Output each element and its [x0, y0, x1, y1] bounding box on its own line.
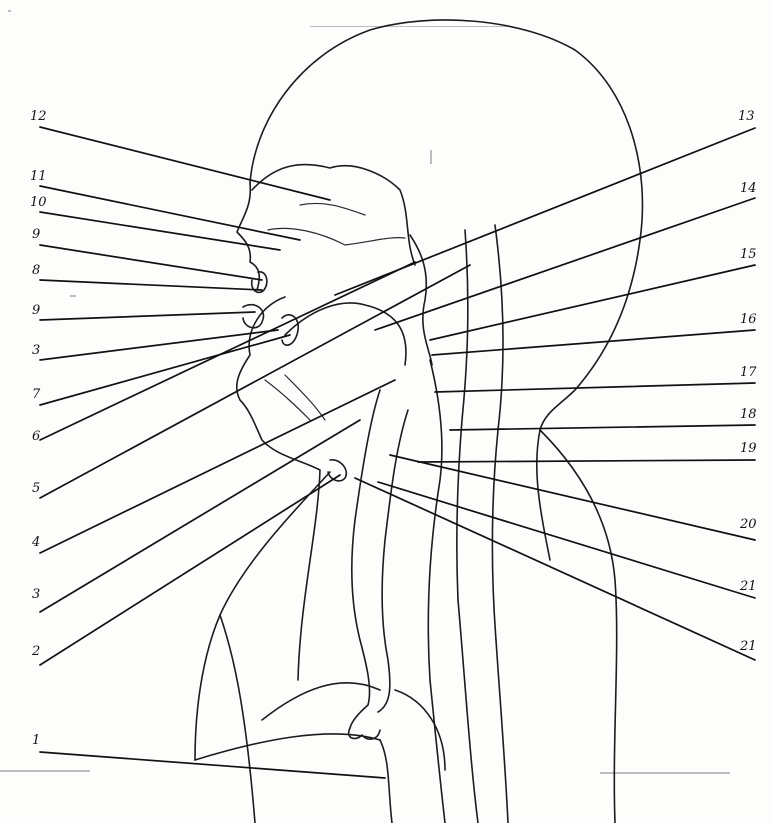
mouth: [243, 272, 406, 420]
label-5: 5: [32, 481, 40, 496]
head-outline: [195, 20, 642, 823]
label-4: 4: [31, 535, 40, 550]
label-9-lower: 9: [32, 303, 40, 318]
label-14: 14: [740, 181, 757, 196]
leader-line: [335, 128, 755, 295]
leader-line: [450, 425, 755, 430]
leader-line: [40, 420, 360, 612]
label-1: 1: [32, 733, 40, 748]
label-19: 19: [740, 441, 757, 456]
label-2: 2: [31, 644, 40, 659]
leader-line: [40, 312, 255, 320]
leader-line: [40, 380, 395, 553]
leader-line: [430, 265, 755, 340]
leader-line: [40, 475, 340, 665]
label-20: 20: [739, 517, 757, 532]
label-10: 10: [30, 195, 47, 210]
label-7: 7: [32, 387, 41, 402]
label-11: 11: [30, 169, 47, 184]
label-3-upper: 3: [32, 343, 40, 358]
leader-line: [435, 383, 755, 392]
leader-line: [418, 460, 755, 462]
leader-line: [40, 752, 385, 778]
label-9-upper: 9: [32, 227, 40, 242]
leader-line: [40, 280, 262, 290]
label-17: 17: [740, 365, 757, 380]
label-6: 6: [32, 429, 40, 444]
label-13: 13: [738, 109, 755, 124]
label-15: 15: [740, 247, 757, 262]
number-labels: 12 11 10 9 8 9 3 7 6 5 4 3 2 1 13 14 15 …: [30, 109, 757, 748]
label-22: 21: [739, 639, 757, 654]
leader-line: [40, 335, 290, 405]
label-12: 12: [30, 109, 47, 124]
leader-line: [40, 245, 262, 280]
leader-line: [40, 330, 278, 360]
leader-line: [355, 478, 755, 660]
label-16: 16: [740, 312, 757, 327]
label-21: 21: [739, 579, 757, 594]
leader-line: [378, 482, 755, 598]
leader-line: [432, 330, 755, 355]
label-8: 8: [32, 263, 40, 278]
label-18: 18: [740, 407, 757, 422]
leader-line: [375, 198, 755, 330]
leader-line: [40, 127, 330, 200]
leader-line: [40, 265, 470, 498]
label-3-lower: 3: [32, 587, 40, 602]
